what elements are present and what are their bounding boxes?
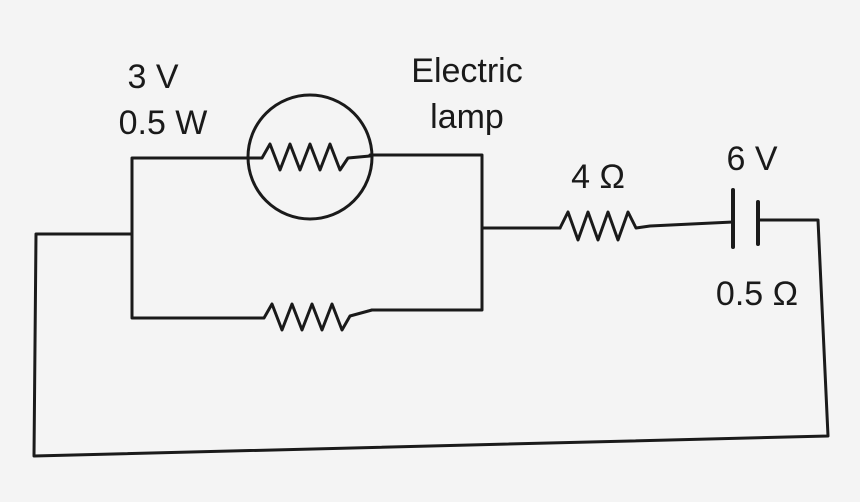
return-wire	[32, 218, 830, 458]
lamp-bulb-icon	[246, 93, 374, 221]
lamp-power-label: 0.5 W	[118, 104, 208, 142]
lamp-filament-resistor-icon	[248, 142, 372, 172]
cell-internal-resistance-label: 0.5 Ω	[715, 275, 799, 313]
parallel-top-left-wire	[130, 156, 252, 320]
lamp-voltage-label: 3 V	[127, 58, 179, 96]
parallel-top-right-wire	[368, 153, 484, 312]
cell-emf-label: 6 V	[726, 140, 778, 178]
series-resistor-label: 4 Ω	[571, 158, 625, 196]
lamp-name-label-line1: Electric	[411, 52, 523, 90]
parallel-resistor-icon	[248, 302, 374, 332]
series-resistor-icon	[558, 210, 735, 242]
lamp-name-label-line2: lamp	[430, 98, 504, 136]
